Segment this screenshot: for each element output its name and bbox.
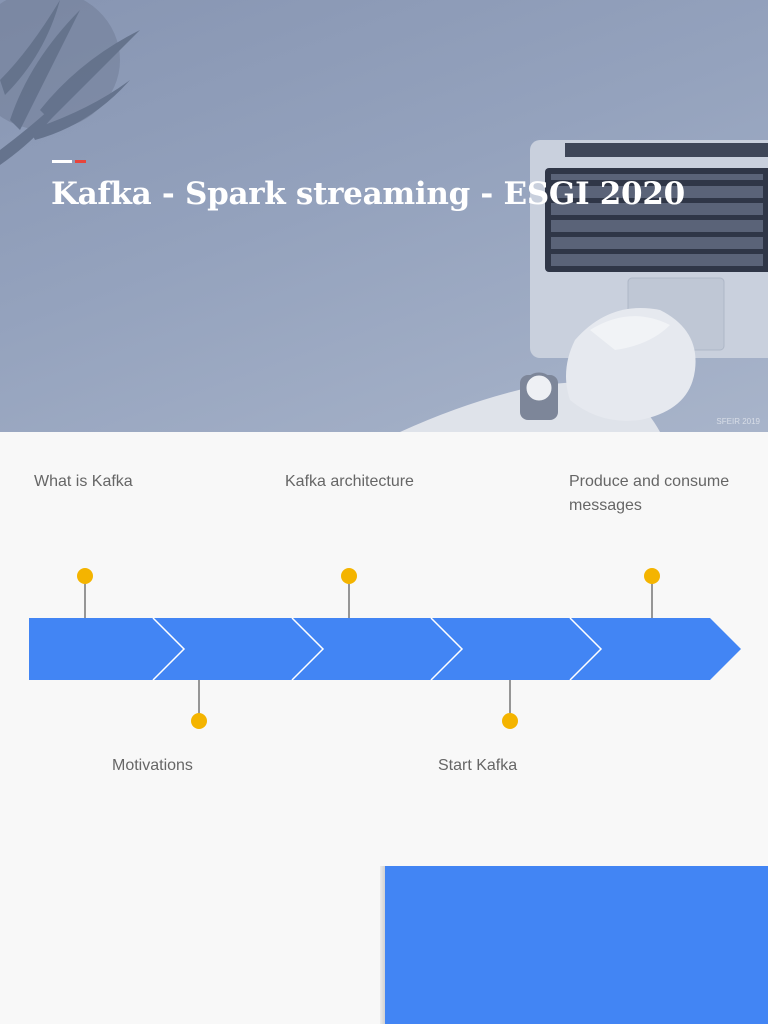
plant-icon <box>0 0 140 165</box>
step-label-start-kafka: Start Kafka <box>438 757 518 774</box>
milestone-kafka-architecture <box>341 568 357 618</box>
step-label-what-is-kafka: What is Kafka <box>34 473 133 490</box>
blue-content-block <box>385 866 768 1024</box>
next-slide-preview <box>0 866 768 1024</box>
accent-white-segment <box>52 160 72 163</box>
slide-title: Kafka - Spark streaming - ESGI 2020 <box>51 176 685 212</box>
timeline-arrow <box>29 617 741 681</box>
chevron-segment-3 <box>292 618 462 680</box>
chevron-segment-5 <box>570 618 741 680</box>
photo-credit: SFEIR 2019 <box>716 417 760 426</box>
title-slide: Kafka - Spark streaming - ESGI 2020 SFEI… <box>0 0 768 432</box>
laptop-icon <box>530 140 768 358</box>
hands-illustration <box>400 308 696 432</box>
timeline-graphic <box>29 568 741 729</box>
step-label-motivations: Motivations <box>112 757 193 774</box>
accent-red-segment <box>75 160 86 163</box>
chevron-segment-2 <box>153 618 323 680</box>
block-shadow <box>380 866 386 1024</box>
milestone-what-is-kafka <box>77 568 93 618</box>
step-label-produce-consume: Produce and consume messages <box>569 473 730 514</box>
chevron-segment-1 <box>29 618 184 680</box>
step-label-kafka-architecture: Kafka architecture <box>285 473 414 490</box>
milestone-motivations <box>191 680 207 729</box>
agenda-timeline-slide: What is Kafka Motivations Kafka architec… <box>0 432 768 866</box>
milestone-start-kafka <box>502 680 518 729</box>
milestone-produce-consume <box>644 568 660 618</box>
desk-photo-illustration <box>0 0 768 432</box>
title-accent-bar <box>52 160 86 163</box>
chevron-segment-4 <box>431 618 601 680</box>
